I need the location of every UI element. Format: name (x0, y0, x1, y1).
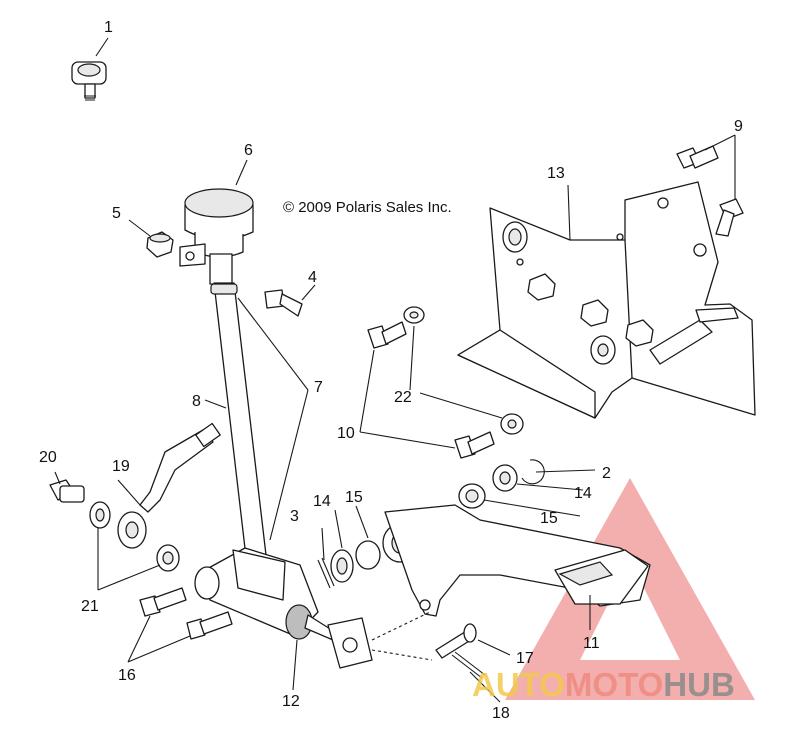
part-14-washer-right (492, 464, 518, 492)
leader-lines (54, 37, 736, 703)
part-16-bolt-lower (186, 611, 233, 640)
part-9-bolt-lower (715, 198, 744, 237)
label-20: 20 (39, 449, 57, 466)
part-21-washer-right (156, 544, 180, 572)
label-18: 18 (492, 705, 510, 722)
watermark-part-3: HUB (663, 666, 735, 703)
part-18-cotter-pin (451, 651, 486, 679)
part-4-bolt (264, 289, 303, 317)
label-11: 11 (583, 635, 600, 652)
part-12-master-cylinder (194, 547, 373, 669)
watermark-part-1: AUTO (472, 666, 565, 703)
label-7: 7 (314, 379, 323, 396)
part-9-bolt-upper (676, 145, 719, 169)
part-21-washer-left (89, 501, 111, 529)
label-5: 5 (112, 205, 121, 222)
label-15-right: 15 (540, 510, 558, 527)
part-13-mounting-plate (457, 181, 756, 419)
label-8: 8 (192, 393, 201, 410)
label-21: 21 (81, 598, 99, 615)
part-1-clip (71, 61, 107, 101)
part-5-nut (146, 231, 174, 258)
watermark-part-2: MOTO (565, 666, 663, 703)
label-14-right: 14 (574, 485, 592, 502)
label-12: 12 (282, 693, 300, 710)
part-20-banjo-bolt (49, 479, 85, 503)
label-17: 17 (516, 650, 534, 667)
watermark-text: AUTOMOTOHUB (472, 666, 735, 703)
label-22: 22 (394, 389, 412, 406)
part-17-clevis-pin (435, 623, 477, 659)
part-19-brake-line (117, 422, 221, 549)
part-10-bolt-upper (367, 321, 407, 349)
part-11-brake-pedal (384, 504, 651, 617)
label-16: 16 (118, 667, 136, 684)
copyright-text: © 2009 Polaris Sales Inc. (283, 199, 452, 216)
label-1: 1 (104, 19, 113, 36)
label-14-left: 14 (313, 493, 331, 510)
part-22-washer-lower (500, 413, 524, 435)
label-3: 3 (290, 508, 299, 525)
label-2: 2 (602, 465, 611, 482)
label-10: 10 (337, 425, 355, 442)
part-labels: 1 2 3 4 5 6 7 8 9 10 11 12 13 14 14 15 1… (39, 19, 743, 722)
part-22-washer-upper (403, 306, 425, 324)
label-9: 9 (734, 118, 743, 135)
label-6: 6 (244, 142, 253, 159)
pin-path-dashed (371, 611, 433, 661)
label-15-left: 15 (345, 489, 363, 506)
part-16-bolt-upper (139, 587, 187, 617)
part-15-bushing-right (458, 483, 486, 509)
part-10-bolt-lower (454, 431, 495, 459)
logo-triangle-icon (505, 478, 755, 700)
part-2-clip (521, 459, 545, 485)
label-13: 13 (547, 165, 565, 182)
part-14-washer-left (330, 549, 354, 583)
label-4: 4 (308, 269, 317, 286)
part-6-reservoir (179, 188, 254, 285)
label-19: 19 (112, 458, 130, 475)
part-3-cotter-pin (317, 557, 335, 589)
